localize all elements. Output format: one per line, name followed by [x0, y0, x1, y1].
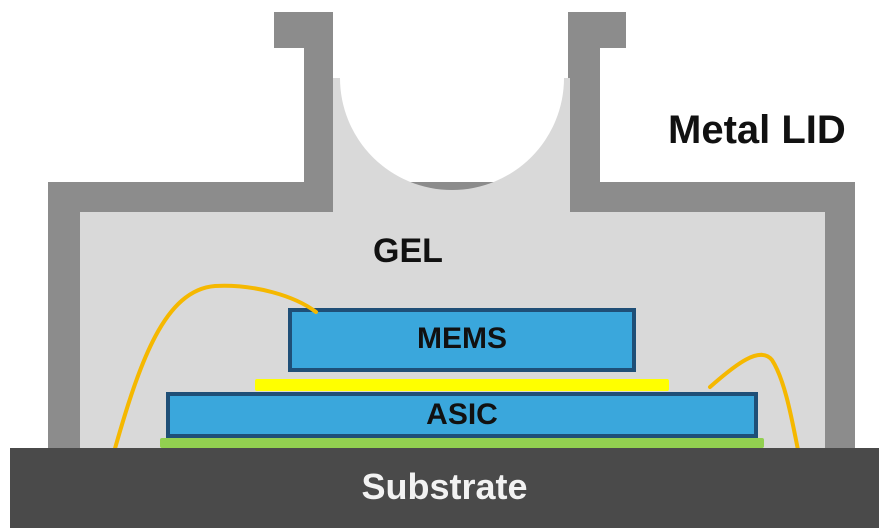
substrate — [10, 448, 879, 528]
substrate-label: Substrate — [361, 466, 528, 507]
asic-die — [166, 392, 758, 438]
bond-wire-left — [112, 283, 318, 454]
gel-label: GEL — [373, 232, 443, 270]
bond-wire-right — [708, 352, 800, 452]
metal-lid-label: Metal LID — [668, 108, 846, 152]
mems-label: MEMS — [417, 322, 507, 355]
gel-fill — [80, 78, 825, 448]
die-attach-bottom — [160, 438, 764, 448]
asic-label: ASIC — [426, 398, 498, 431]
die-attach-top — [255, 379, 669, 391]
mems-die — [288, 308, 636, 372]
